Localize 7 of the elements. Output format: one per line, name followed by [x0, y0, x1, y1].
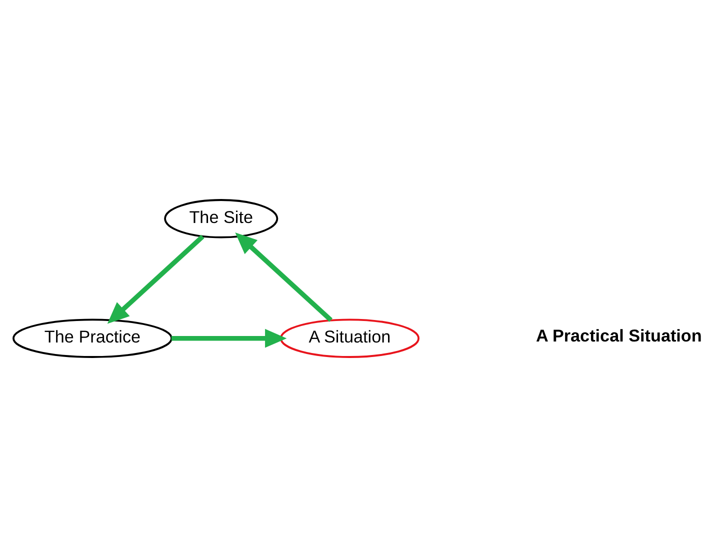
node-ellipse: The Site — [164, 199, 278, 238]
arrow — [235, 232, 333, 322]
node-ellipse: A Situation — [280, 318, 420, 358]
arrow — [107, 234, 204, 324]
arrow — [171, 328, 287, 348]
node-ellipse: The Practice — [12, 318, 172, 358]
label: A Practical Situation — [536, 326, 702, 346]
